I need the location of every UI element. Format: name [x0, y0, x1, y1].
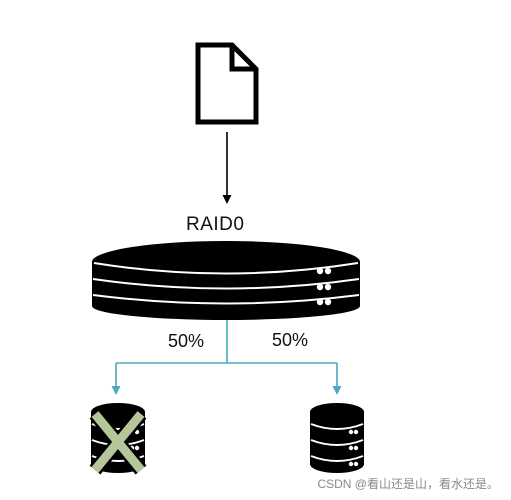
split-left-percent: 50%	[168, 331, 205, 351]
failed-disk-icon	[89, 403, 147, 475]
left-arrowhead	[111, 386, 121, 395]
database-disk-icon	[310, 403, 364, 473]
document-icon	[195, 42, 259, 125]
right-arrowhead	[332, 386, 342, 395]
failure-x-mark	[89, 409, 147, 475]
split-connector	[115, 320, 338, 388]
down-arrow	[222, 132, 232, 204]
raid-array-icon	[92, 241, 360, 320]
raid-label: RAID0	[186, 214, 245, 235]
watermark-text: CSDN @看山还是山，看水还是。	[317, 477, 499, 491]
split-right-percent: 50%	[272, 330, 309, 350]
